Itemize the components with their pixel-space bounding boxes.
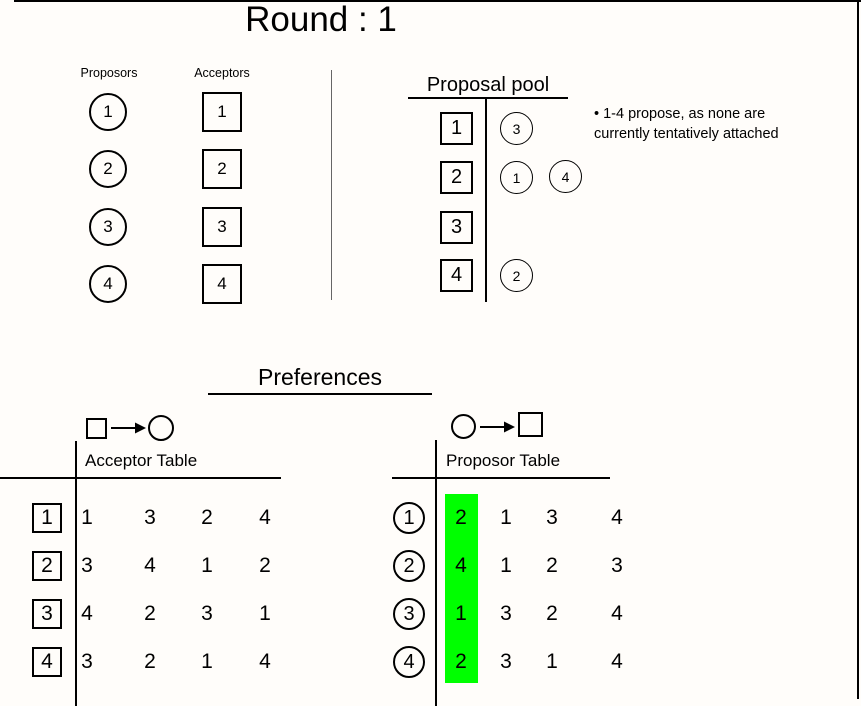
pool-proposer-circle: 1 (500, 161, 533, 194)
proposer-node: 1 (89, 93, 127, 131)
proposer-node: 3 (89, 208, 127, 246)
pool-acceptor-square: 2 (440, 161, 473, 194)
proposor-pref-cell: 4 (611, 650, 623, 673)
circle-icon (148, 415, 174, 441)
pool-proposer-circle: 2 (500, 259, 533, 292)
proposor-pref-cell: 1 (546, 650, 558, 673)
proposor-pref-cell: 3 (500, 602, 512, 625)
acceptor-pref-cell: 2 (144, 650, 156, 673)
proposor-pref-cell: 3 (546, 506, 558, 529)
proposor-table-title: Proposor Table (446, 451, 561, 470)
proposor-pref-cell: 1 (500, 506, 512, 529)
proposor-pref-cell: 4 (611, 506, 623, 529)
acceptor-node: 2 (202, 149, 242, 189)
section-divider (331, 70, 332, 300)
acceptor-pref-cell: 4 (259, 506, 271, 529)
frame-top-border (14, 0, 861, 2)
square-icon (86, 418, 107, 439)
proposor-pref-cell: 1 (500, 554, 512, 577)
acceptor-table-hline (0, 477, 281, 479)
round-note-line2: currently tentatively attached (594, 126, 779, 142)
acceptor-node: 4 (202, 264, 242, 304)
acceptor-pref-cell: 3 (81, 554, 93, 577)
proposor-highlight-column (445, 494, 478, 683)
proposor-pref-cell: 3 (611, 554, 623, 577)
proposor-pref-cell: 4 (611, 602, 623, 625)
acceptor-pref-cell: 2 (201, 506, 213, 529)
acceptor-pref-cell: 3 (144, 506, 156, 529)
acceptor-row-header: 3 (32, 599, 62, 629)
acceptor-node: 1 (202, 92, 242, 132)
acceptor-pref-cell: 4 (144, 554, 156, 577)
round-note: • 1-4 propose, as none are currently ten… (594, 104, 844, 144)
acceptor-pref-cell: 3 (81, 650, 93, 673)
proposor-pref-cell: 1 (455, 602, 467, 625)
acceptor-pref-cell: 1 (81, 506, 93, 529)
proposers-column-label: Proposors (80, 66, 138, 80)
acceptor-pref-cell: 2 (144, 602, 156, 625)
proposor-pref-cell: 2 (546, 602, 558, 625)
acceptor-pref-cell: 1 (259, 602, 271, 625)
proposal-pool-underline (408, 97, 568, 99)
acceptor-table-title: Acceptor Table (85, 451, 198, 470)
proposor-row-header: 4 (393, 646, 425, 678)
pool-acceptor-square: 3 (440, 211, 473, 244)
proposor-pref-cell: 2 (546, 554, 558, 577)
acceptor-row-header: 4 (32, 647, 62, 677)
proposor-row-header: 3 (393, 598, 425, 630)
frame-right-border (857, 0, 859, 699)
acceptor-pref-cell: 1 (201, 554, 213, 577)
pool-acceptor-square: 1 (440, 112, 473, 145)
proposor-row-header: 2 (393, 550, 425, 582)
square-icon (518, 412, 543, 437)
proposer-node: 4 (89, 265, 127, 303)
pool-proposer-circle: 3 (500, 112, 533, 145)
acceptor-table-vline (75, 441, 77, 706)
preferences-title: Preferences (257, 364, 382, 390)
preferences-underline (208, 393, 432, 395)
proposor-pref-cell: 4 (455, 554, 467, 577)
proposor-table-hline (392, 477, 610, 479)
page-title: Round : 1 (245, 0, 397, 39)
acceptor-pref-cell: 4 (81, 602, 93, 625)
acceptor-pref-cell: 2 (259, 554, 271, 577)
proposal-pool-title: Proposal pool (426, 74, 550, 96)
acceptor-pref-cell: 3 (201, 602, 213, 625)
acceptor-row-header: 1 (32, 503, 62, 533)
pool-proposer-circle: 4 (549, 160, 582, 193)
arrow-right-icon (480, 421, 515, 433)
proposor-pref-cell: 2 (455, 650, 467, 673)
circle-icon (451, 414, 476, 439)
acceptor-node: 3 (202, 207, 242, 247)
proposor-row-header: 1 (393, 502, 425, 534)
acceptor-pref-cell: 4 (259, 650, 271, 673)
pool-acceptor-square: 4 (440, 259, 473, 292)
proposor-pref-cell: 2 (455, 506, 467, 529)
proposer-node: 2 (89, 150, 127, 188)
acceptor-row-header: 2 (32, 551, 62, 581)
proposor-pref-cell: 3 (500, 650, 512, 673)
acceptor-pref-cell: 1 (201, 650, 213, 673)
round-note-line1: • 1-4 propose, as none are (594, 106, 766, 122)
proposor-table-vline (435, 440, 437, 706)
arrow-right-icon (111, 422, 146, 434)
acceptors-column-label: Acceptors (194, 66, 250, 80)
proposal-pool-divider (485, 99, 487, 302)
